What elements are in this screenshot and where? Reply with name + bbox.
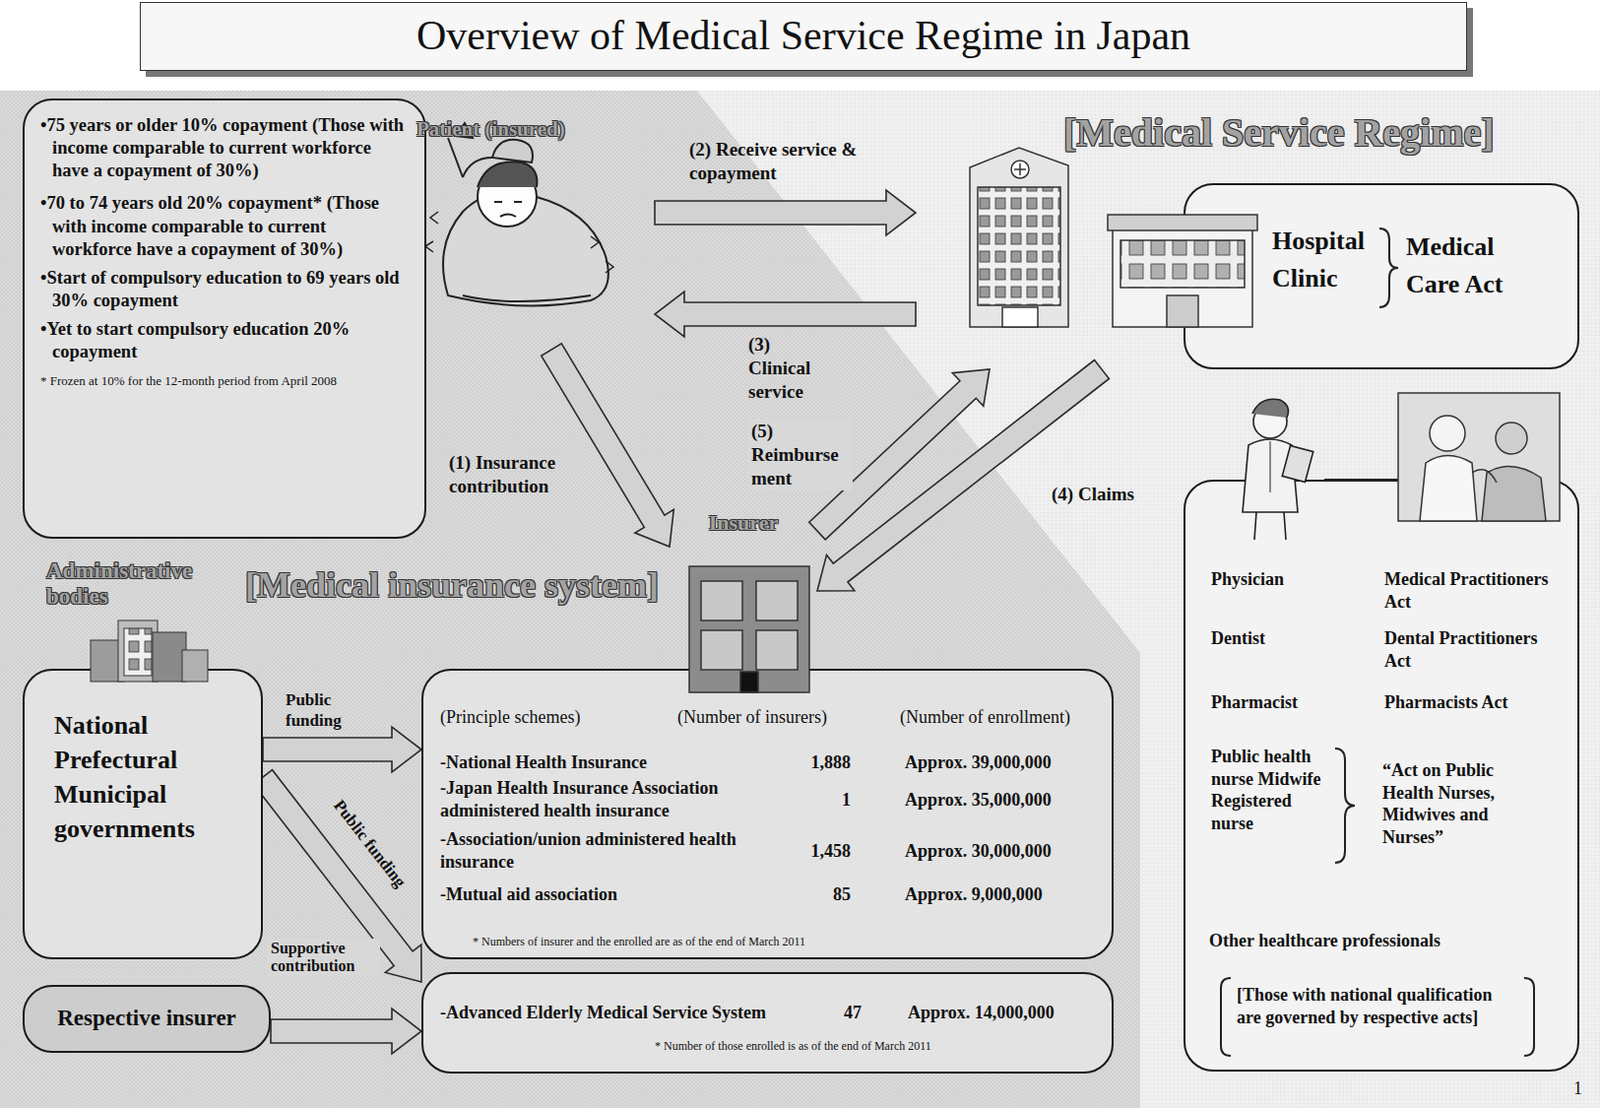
node-text: -Japan Health Insurance Association admi…	[440, 776, 780, 822]
node-text: 1,458	[787, 839, 851, 863]
government-box: Administrative bodiesNational Prefectura…	[22, 668, 263, 960]
node-text: Insurer	[669, 509, 818, 537]
node-text: Dental Practitioners Act	[1384, 627, 1552, 672]
node-text: * Number of those enrolled is as of the …	[654, 1038, 1108, 1054]
edge-label: (4) Claims	[1051, 482, 1180, 507]
edge-label: (5) Reimburse ment	[748, 418, 853, 491]
node-text: Medical Practitioners Act	[1384, 568, 1552, 613]
hospital-building	[977, 187, 1061, 306]
patient-node: Patient (insured)	[413, 110, 655, 350]
node-text: 85	[787, 883, 851, 906]
patient-figure	[462, 295, 591, 302]
node-text: Approx. 9,000,000	[904, 883, 1107, 906]
professionals-box: Physician Medical Practitioners ActDentis…	[1183, 479, 1580, 1072]
node-text: Pharmacist	[1211, 691, 1359, 714]
insurer-building	[701, 630, 743, 670]
nurse-care-picture	[1429, 415, 1466, 451]
node-text: Dentist	[1211, 627, 1359, 650]
node-text: (Number of enrollment)	[899, 705, 1112, 729]
facility-box	[1183, 183, 1580, 370]
insurer-building	[756, 580, 798, 621]
node-text: 1,888	[787, 751, 851, 774]
page-number: 1	[1573, 1077, 1594, 1100]
block-arrow	[270, 1008, 422, 1054]
title-box: Overview of Medical Service Regime in Ja…	[139, 1, 1468, 71]
insurer-building	[701, 580, 743, 621]
doctor-figure	[1253, 404, 1287, 439]
node-text: -Mutual aid association	[440, 883, 780, 906]
doctor-figure	[1252, 398, 1288, 418]
insurer-node: Insurer	[669, 507, 818, 695]
ground	[0, 90, 1600, 1108]
node-text: Public health nurse Midwife Registered n…	[1211, 745, 1335, 834]
node-text: 1	[787, 788, 851, 812]
block-arrow	[262, 726, 422, 772]
node-text: [Those with national qualification are g…	[1236, 983, 1508, 1028]
node-text: -Advanced Elderly Medical Service System	[440, 1001, 825, 1024]
diagram-title: Overview of Medical Service Regime in Ja…	[140, 2, 1467, 68]
hospital-building	[1011, 160, 1029, 179]
patient-figure	[494, 201, 522, 217]
edge-label: Supportive contribution	[267, 938, 381, 977]
region-heading: [Medical Service Regime]	[1063, 108, 1576, 158]
respective-insurer-box: Respective insurer	[22, 984, 271, 1053]
block-arrow	[817, 360, 1109, 592]
node-text: * Numbers of insurer and the enrolled ar…	[472, 934, 1084, 950]
node-text: Administrative bodies	[46, 558, 244, 611]
node-text: Approx. 14,000,000	[907, 1001, 1105, 1024]
block-arrow	[254, 769, 423, 982]
node-text: •Yet to start compulsory education 20% c…	[40, 318, 409, 364]
hospital-building	[1014, 163, 1026, 176]
patient-figure	[425, 123, 614, 306]
node-text: -National Health Insurance	[440, 751, 780, 774]
node-text: Approx. 30,000,000	[904, 839, 1107, 863]
insurer-building	[756, 630, 798, 670]
node-text: (Principle schemes)	[440, 705, 667, 729]
block-arrow	[654, 190, 916, 236]
block-arrow	[654, 291, 916, 337]
patient-figure	[425, 211, 614, 273]
copayment-box: •75 years or older 10% copayment (Those …	[22, 98, 427, 539]
region-heading: [Medical insurance system]	[245, 563, 679, 608]
node-text: Other healthcare professionals	[1209, 929, 1564, 953]
node-text: * Frozen at 10% for the 12-month period …	[40, 373, 409, 389]
node-text: (Number of insurers)	[677, 705, 875, 729]
node-text: National Prefectural Municipal governmen…	[54, 707, 252, 846]
node-text: “Act on Public Health Nurses, Midwives a…	[1382, 759, 1531, 848]
patient-figure	[492, 139, 533, 163]
elderly-scheme-box: -Advanced Elderly Medical Service System…	[421, 971, 1114, 1074]
ground	[0, 90, 1600, 1108]
hospital-building	[969, 147, 1069, 327]
node-text: Approx. 35,000,000	[904, 788, 1107, 812]
node-text: 47	[822, 1001, 862, 1024]
node-text: •Start of compulsory education to 69 yea…	[40, 266, 409, 313]
node-text: •70 to 74 years old 20% copayment* (Thos…	[40, 192, 409, 260]
hospital-building	[1002, 307, 1038, 327]
hospital-building	[969, 147, 1069, 327]
node-text: •75 years or older 10% copayment (Those …	[40, 114, 409, 183]
node-text: Pharmacists Act	[1384, 691, 1562, 714]
edge-label: (1) Insurance contribution	[448, 450, 592, 499]
node-text: Hospital Clinic	[1272, 222, 1401, 297]
patient-figure	[448, 137, 493, 178]
node-text: Respective insurer	[24, 1004, 269, 1033]
node-text: Medical Care Act	[1406, 228, 1544, 303]
doctor-figure	[1281, 445, 1313, 482]
edge-label: (2) Receive service & copayment	[689, 137, 882, 186]
node-text: Patient (insured)	[416, 116, 643, 142]
node-text: Approx. 39,000,000	[904, 751, 1107, 774]
block-arrow	[541, 343, 675, 547]
scheme-table-box: (Principle schemes) (Number of insurers) (…	[421, 668, 1114, 960]
medical-facility: Hospital ClinicMedical Care Act	[915, 137, 1580, 370]
node-text: -Association/union administered health i…	[440, 828, 780, 873]
edge-label: (3) Clinical service	[748, 332, 832, 403]
edge-label: Public funding	[285, 689, 355, 732]
nurse-care-picture	[1495, 422, 1528, 454]
node-text: Physician	[1211, 568, 1359, 591]
patient-figure	[477, 161, 537, 188]
